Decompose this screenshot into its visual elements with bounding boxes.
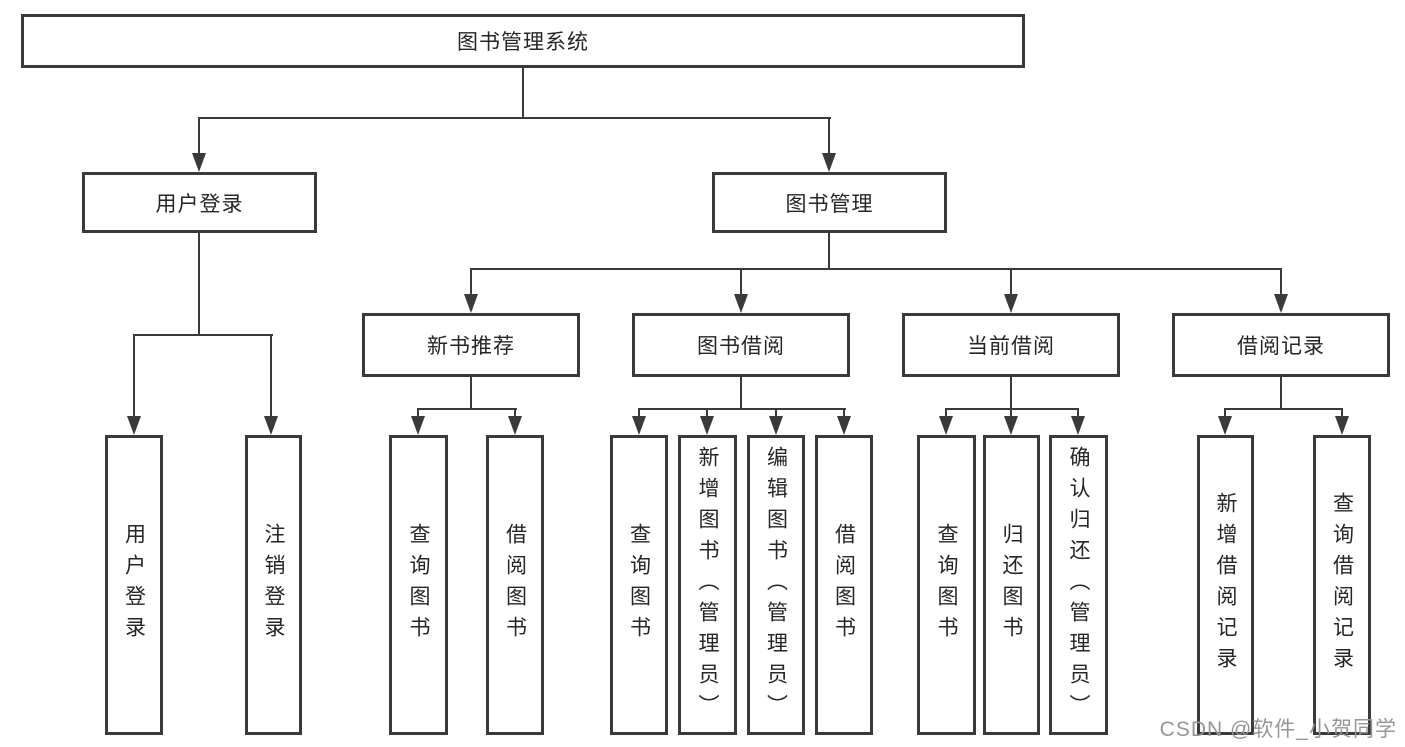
arrow-down-icon xyxy=(769,416,783,435)
arrow-down-icon xyxy=(508,416,522,435)
node-label: 查询图书 xyxy=(627,523,651,647)
csdn-watermark: CSDN @软件_小贺同学 xyxy=(1159,718,1397,741)
arrow-down-icon xyxy=(464,294,478,313)
line xyxy=(198,117,200,155)
arrow-down-icon xyxy=(700,416,714,435)
line xyxy=(198,233,200,336)
leaf-query-books-borrow: 查询图书 xyxy=(610,435,668,735)
node-new-book-recommend: 新书推荐 xyxy=(362,313,580,377)
node-label: 新增借阅记录 xyxy=(1214,492,1237,678)
node-borrow-records: 借阅记录 xyxy=(1172,313,1390,377)
node-label: 新增图书（管理员） xyxy=(696,445,719,725)
line xyxy=(417,408,517,410)
node-label: 当前借阅 xyxy=(967,335,1055,358)
line xyxy=(1010,408,1012,418)
arrow-down-icon xyxy=(1335,416,1349,435)
node-label: 查询图书 xyxy=(407,523,430,647)
arrow-down-icon xyxy=(632,416,646,435)
leaf-borrow-books-recommend: 借阅图书 xyxy=(486,435,544,735)
node-label: 图书管理 xyxy=(785,192,874,216)
leaf-edit-book-admin: 编辑图书（管理员） xyxy=(747,435,805,735)
node-book-management: 图书管理 xyxy=(712,172,947,233)
line xyxy=(828,117,830,155)
node-label: 查询借阅记录 xyxy=(1330,492,1354,678)
line xyxy=(470,268,472,296)
line xyxy=(417,408,419,418)
node-label: 查询图书 xyxy=(935,523,958,647)
arrow-down-icon xyxy=(939,416,953,435)
line xyxy=(775,408,777,418)
arrow-down-icon xyxy=(264,416,278,435)
line xyxy=(740,268,742,296)
arrow-down-icon xyxy=(411,416,425,435)
arrow-down-icon xyxy=(822,153,836,172)
line xyxy=(638,408,846,410)
node-label: 用户登录 xyxy=(155,192,244,216)
node-label: 借阅图书 xyxy=(503,523,527,647)
arrow-down-icon xyxy=(127,416,141,435)
line xyxy=(133,334,273,336)
leaf-add-book-admin: 新增图书（管理员） xyxy=(678,435,737,735)
line xyxy=(1341,408,1343,418)
line xyxy=(1010,268,1012,296)
node-label: 确认归还（管理员） xyxy=(1067,445,1090,725)
line xyxy=(198,117,831,119)
arrow-down-icon xyxy=(1071,416,1085,435)
line xyxy=(133,334,135,417)
node-label: 用户登录 xyxy=(122,523,146,647)
line xyxy=(638,408,640,418)
node-label: 归还图书 xyxy=(1000,523,1023,647)
line xyxy=(828,233,830,270)
leaf-query-books-recommend: 查询图书 xyxy=(389,435,448,735)
line xyxy=(270,334,272,417)
line xyxy=(945,408,947,418)
leaf-add-borrow-record: 新增借阅记录 xyxy=(1197,435,1254,735)
line xyxy=(843,408,845,418)
arrow-down-icon xyxy=(192,153,206,172)
arrow-down-icon xyxy=(837,416,851,435)
leaf-confirm-return-admin: 确认归还（管理员） xyxy=(1049,435,1108,735)
leaf-borrow-books: 借阅图书 xyxy=(815,435,873,735)
leaf-query-borrow-record: 查询借阅记录 xyxy=(1313,435,1371,735)
arrow-down-icon xyxy=(1218,416,1232,435)
arrow-down-icon xyxy=(1004,294,1018,313)
arrow-down-icon xyxy=(1274,294,1288,313)
leaf-user-login: 用户登录 xyxy=(105,435,163,735)
line xyxy=(1224,408,1343,410)
line xyxy=(470,268,1282,270)
arrow-down-icon xyxy=(1004,416,1018,435)
line xyxy=(1280,268,1282,296)
node-library-management-system: 图书管理系统 xyxy=(21,14,1025,68)
line xyxy=(1010,377,1012,410)
line xyxy=(706,408,708,418)
node-label: 图书管理系统 xyxy=(457,31,589,54)
node-book-borrow: 图书借阅 xyxy=(632,313,850,377)
node-label: 图书借阅 xyxy=(697,335,785,358)
line xyxy=(514,408,516,418)
line xyxy=(470,377,472,410)
node-label: 借阅记录 xyxy=(1237,335,1325,358)
line xyxy=(1224,408,1226,418)
leaf-query-books-current: 查询图书 xyxy=(917,435,976,735)
line xyxy=(522,68,524,119)
line xyxy=(1280,377,1282,410)
leaf-logout-login: 注销登录 xyxy=(245,435,302,735)
node-label: 编辑图书（管理员） xyxy=(764,445,788,725)
line xyxy=(740,377,742,410)
arrow-down-icon xyxy=(734,294,748,313)
node-current-borrow: 当前借阅 xyxy=(902,313,1120,377)
line xyxy=(945,408,1079,410)
node-label: 注销登录 xyxy=(262,523,285,647)
node-label: 新书推荐 xyxy=(427,335,515,358)
node-user-login: 用户登录 xyxy=(82,172,317,233)
leaf-return-books: 归还图书 xyxy=(983,435,1040,735)
node-label: 借阅图书 xyxy=(832,523,856,647)
line xyxy=(1077,408,1079,418)
